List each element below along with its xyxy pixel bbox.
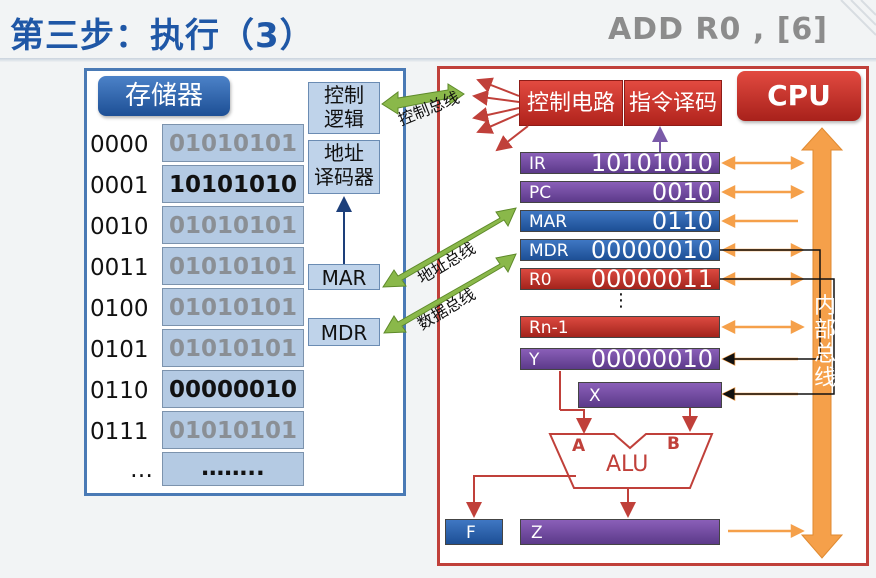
register-rn-1: Rn-1 [520, 316, 720, 338]
register-value: 00000010 [590, 345, 713, 373]
register-y: Y 00000010 [520, 345, 720, 373]
control-circuit-box: 控制电路 [519, 80, 623, 126]
memory-address: 0110 [90, 378, 149, 404]
register-value: 00000011 [590, 265, 713, 293]
memory-address: 0111 [90, 419, 149, 445]
control-logic-box: 控制 逻辑 [308, 82, 380, 134]
register-f: F [445, 519, 503, 545]
memory-cell: 01010101 [162, 411, 304, 449]
address-decoder-box: 地址 译码器 [308, 140, 380, 194]
address-bus-arrow [382, 207, 517, 288]
register-name: F [466, 523, 476, 543]
cpu-title: CPU [737, 71, 861, 121]
memory-address: 0100 [90, 296, 149, 322]
control-bus-arrow [381, 83, 465, 115]
register-value: 10101010 [590, 149, 713, 177]
register-name: X [589, 386, 601, 406]
register-r0: R0 00000011 [520, 265, 720, 293]
alu-input-a-label: A [572, 436, 586, 456]
page-title: 第三步：执行（3） [10, 16, 315, 56]
register-name: Z [531, 523, 543, 543]
corner-decoration [840, 0, 876, 36]
memory-address: 0010 [90, 214, 149, 240]
register-name: Rn-1 [529, 318, 569, 338]
memory-address: 0101 [90, 337, 149, 363]
alu-label: ALU [606, 452, 649, 477]
memory-cell: 00000010 [162, 370, 304, 408]
register-name: PC [529, 183, 552, 203]
control-signal-arrows [472, 77, 529, 152]
memory-cell: 01010101 [162, 288, 304, 326]
register-name: Y [529, 350, 540, 370]
register-name: MDR [529, 241, 569, 261]
alu-output-arrows [466, 475, 636, 518]
memory-address: … [130, 457, 153, 483]
header-divider [0, 58, 876, 62]
memory-cell: 01010101 [162, 124, 304, 162]
register-name: R0 [529, 270, 552, 290]
memory-cell: 01010101 [162, 206, 304, 244]
register-mdr: MDR 00000010 [520, 236, 720, 264]
memory-mdr-box: MDR [308, 318, 380, 346]
internal-bus [800, 127, 844, 559]
register-value: 0110 [651, 207, 713, 235]
register-pc: PC 0010 [520, 178, 720, 206]
register-mar: MAR 0110 [520, 207, 720, 235]
register-value: 0010 [651, 178, 713, 206]
memory-title: 存储器 [98, 76, 230, 116]
memory-cell: 01010101 [162, 247, 304, 285]
register-ellipsis: ⋮ [612, 290, 630, 311]
instruction-decoder-box: 指令译码 [624, 80, 722, 126]
register-name: MAR [529, 212, 568, 232]
alu-input-arrows [559, 371, 698, 434]
register-bus-links [721, 155, 805, 539]
instruction-text: ADD R0 , [6] [607, 12, 828, 47]
internal-bus-label: 内部总线 [814, 295, 836, 391]
data-path-lines [720, 249, 835, 400]
memory-mar-box: MAR [308, 264, 380, 290]
internal-bus-text: 内部总线 [814, 294, 837, 391]
memory-cell: …….. [162, 452, 304, 486]
memory-address: 0011 [90, 255, 149, 281]
memory-address: 0001 [90, 173, 149, 199]
memory-cell: 01010101 [162, 329, 304, 367]
memory-address: 0000 [90, 132, 149, 158]
register-z: Z [520, 519, 720, 545]
alu-shape [548, 433, 714, 489]
register-x: X [578, 382, 722, 408]
memory-cell: 10101010 [162, 165, 304, 203]
register-name: IR [529, 154, 546, 174]
alu-input-b-label: B [667, 434, 680, 454]
data-bus-arrow [383, 253, 517, 334]
register-ir: IR 10101010 [520, 149, 720, 177]
register-value: 00000010 [590, 236, 713, 264]
